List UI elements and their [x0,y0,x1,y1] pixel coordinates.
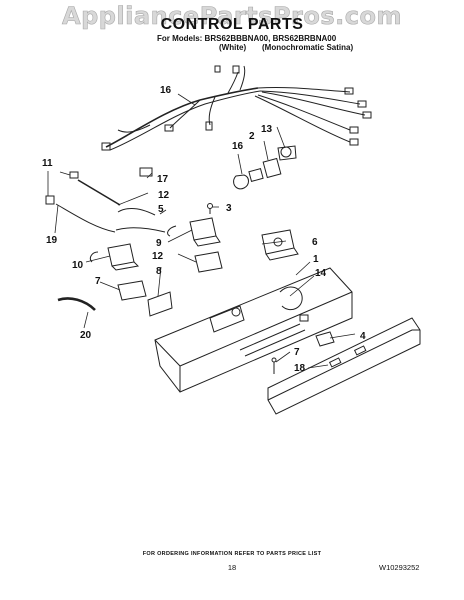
callout-18: 18 [294,363,306,374]
callout-19: 19 [46,235,58,246]
control-housing [154,267,353,393]
callout-3: 3 [226,203,232,214]
callout-numbers: 16 13 2 16 11 17 12 3 5 19 9 10 12 6 8 1… [42,85,366,374]
variant-monochromatic: (Monochromatic Satina) [262,43,354,52]
leader-lines [47,93,356,369]
callout-17: 17 [157,174,169,185]
models-line: For Models: BRS62BBBNA00, BRS62BRBNA00 [157,34,337,43]
callout-10: 10 [72,260,84,271]
screw-and-bracket [271,331,335,374]
callout-20: 20 [80,330,92,341]
insulation [57,291,173,317]
callout-9: 9 [156,238,162,249]
callout-1: 1 [313,254,319,265]
callout-7: 7 [294,347,300,358]
page-number: 18 [227,563,237,572]
wire-harness [101,65,372,151]
control-panel [267,317,421,415]
callout-15: 14 [315,268,327,279]
switches [89,217,223,301]
callout-6: 6 [312,237,318,248]
callout-16-harness: 16 [160,85,172,96]
callout-12-upper: 12 [152,251,164,262]
thermostat [261,229,299,261]
small-parts [45,167,213,233]
ordering-note: FOR ORDERING INFORMATION REFER TO PARTS … [142,551,322,557]
callout-16-bulb: 16 [232,141,244,152]
page-title: CONTROL PARTS [160,16,304,33]
callout-11: 11 [42,158,53,169]
callout-12-lower: 7 [95,276,101,287]
callout-4: 4 [360,331,366,342]
document-number: W10293252 [379,563,420,572]
light-socket-assembly [233,145,297,190]
callout-2: 2 [249,131,255,142]
callout-14: 13 [261,124,273,135]
variant-white: (White) [219,43,247,52]
callout-5: 5 [158,204,164,215]
callout-8: 8 [156,266,162,277]
callout-13: 12 [158,190,170,201]
watermark: AppliancePartsPros.com [62,2,402,31]
